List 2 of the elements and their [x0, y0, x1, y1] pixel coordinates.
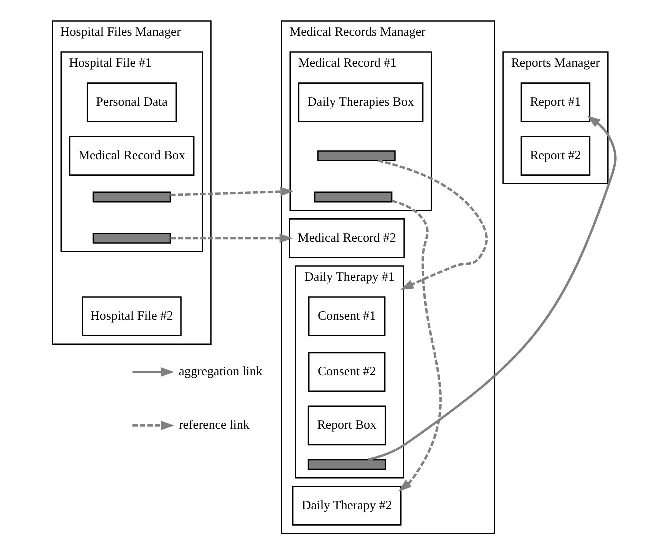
legend-label: aggregation link [178, 364, 262, 379]
legend-label: reference link [178, 418, 250, 432]
